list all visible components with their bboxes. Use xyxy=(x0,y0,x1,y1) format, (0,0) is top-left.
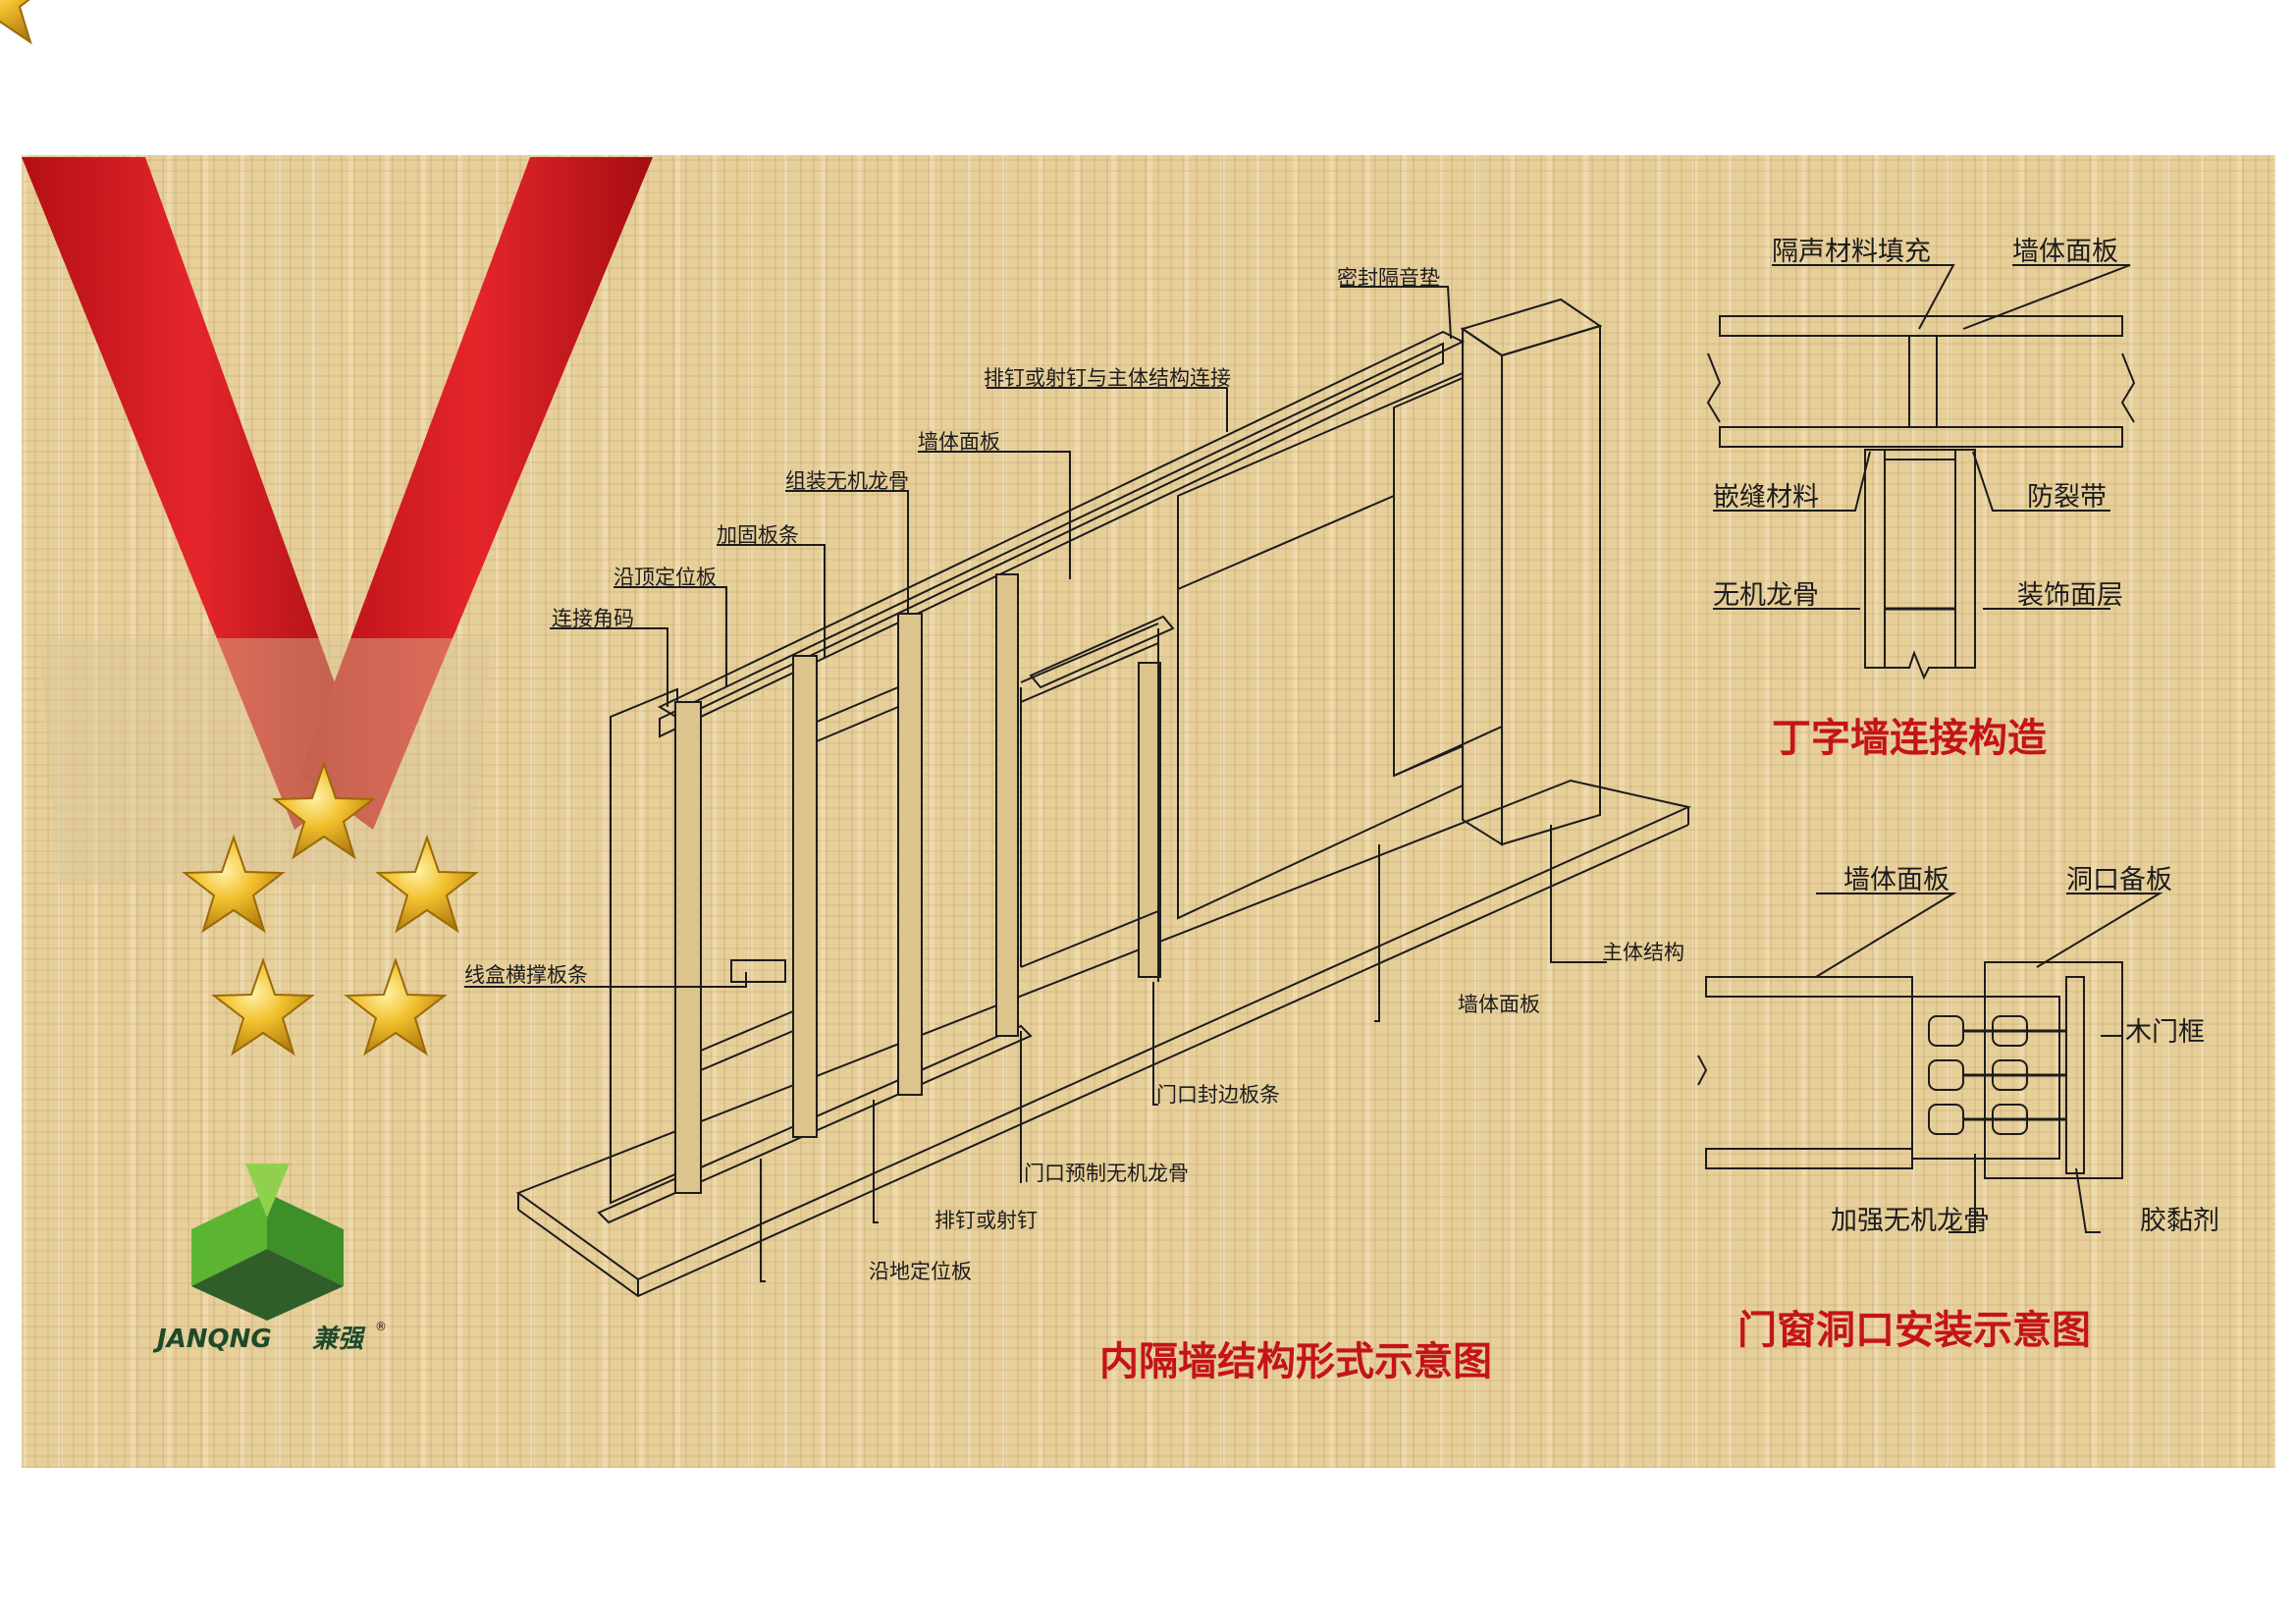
door-leader-lines xyxy=(1815,893,2163,1233)
label-panel-front: 墙体面板 xyxy=(1458,993,1540,1016)
main-diagram-title: 内隔墙结构形式示意图 xyxy=(1099,1339,1492,1384)
t-wall-drawing xyxy=(1706,315,2136,680)
label-nail: 排钉或射钉 xyxy=(934,1209,1038,1232)
label-nail-connect: 排钉或射钉与主体结构连接 xyxy=(984,366,1231,390)
label-door-keel-detail: 加强无机龙骨 xyxy=(1831,1206,1990,1236)
registered-mark: ® xyxy=(375,1320,387,1333)
brand-logo xyxy=(191,1164,344,1321)
label-seal: 密封隔音垫 xyxy=(1337,266,1440,290)
door-opening-drawing xyxy=(1697,961,2123,1179)
label-door-panel: 墙体面板 xyxy=(1843,865,1949,895)
label-glue: 胶黏剂 xyxy=(2140,1206,2219,1236)
label-box-brace: 线盒横撑板条 xyxy=(464,963,588,987)
t-wall-title: 丁字墙连接构造 xyxy=(1772,716,2047,761)
medal-stars xyxy=(0,0,477,1055)
label-panel-top: 墙体面板 xyxy=(918,430,1000,454)
door-opening-title: 门窗洞口安装示意图 xyxy=(1737,1308,2091,1353)
brand-chinese: 兼强 xyxy=(312,1325,366,1354)
label-corner: 连接角码 xyxy=(552,607,634,630)
label-finish: 装饰面层 xyxy=(2017,580,2123,611)
label-keel: 组装无机龙骨 xyxy=(785,469,909,493)
label-main-struct: 主体结构 xyxy=(1602,941,1684,964)
partition-wall-drawing xyxy=(515,298,1692,1298)
label-t-keel: 无机龙骨 xyxy=(1713,580,1819,611)
label-door-edge: 门口封边板条 xyxy=(1156,1083,1280,1107)
label-caulk: 嵌缝材料 xyxy=(1713,482,1819,513)
brand-wordmark: JANQNG xyxy=(152,1325,272,1354)
label-frame: 木门框 xyxy=(2125,1017,2205,1048)
label-crack: 防裂带 xyxy=(2027,482,2107,513)
label-t-panel: 墙体面板 xyxy=(2012,237,2118,267)
label-sound: 隔声材料填充 xyxy=(1772,237,1931,267)
medal-ribbon xyxy=(22,157,653,884)
label-backing: 洞口备板 xyxy=(2066,865,2172,895)
t-wall-leader-lines xyxy=(1713,264,2131,610)
main-leader-lines xyxy=(464,286,1607,1282)
label-top-track: 沿顶定位板 xyxy=(614,566,717,589)
label-floor-track: 沿地定位板 xyxy=(869,1260,972,1283)
label-door-keel: 门口预制无机龙骨 xyxy=(1024,1162,1189,1185)
label-reinforce: 加固板条 xyxy=(717,523,799,547)
